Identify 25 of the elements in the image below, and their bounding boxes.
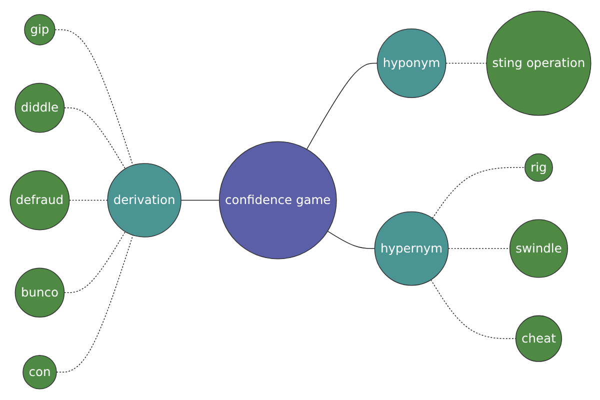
- connector: [432, 167, 525, 219]
- node-circle: hyponym: [376, 28, 446, 98]
- connector: [56, 234, 133, 372]
- connector: [63, 107, 126, 170]
- node-circle: defraud: [9, 170, 70, 230]
- connector: [430, 279, 516, 339]
- node-circle: bunco: [14, 268, 64, 318]
- node-circle: derivation: [106, 163, 181, 238]
- node-circle: confidence game: [218, 141, 336, 260]
- node-circle: swindle: [508, 219, 568, 278]
- connector: [306, 62, 378, 150]
- connector: [68, 200, 108, 201]
- node-circle: con: [22, 355, 56, 390]
- node-circle: sting operation: [486, 10, 591, 116]
- connector: [63, 231, 126, 293]
- connector: [447, 248, 510, 249]
- connector: [326, 230, 375, 249]
- connector: [180, 200, 220, 201]
- connector: [444, 62, 486, 64]
- node-circle: gip: [24, 14, 55, 46]
- node-circle: diddle: [14, 82, 64, 133]
- node-circle: cheat: [514, 315, 562, 362]
- connector: [54, 29, 133, 166]
- node-circle: hypernym: [374, 211, 448, 286]
- node-circle: rig: [524, 153, 552, 182]
